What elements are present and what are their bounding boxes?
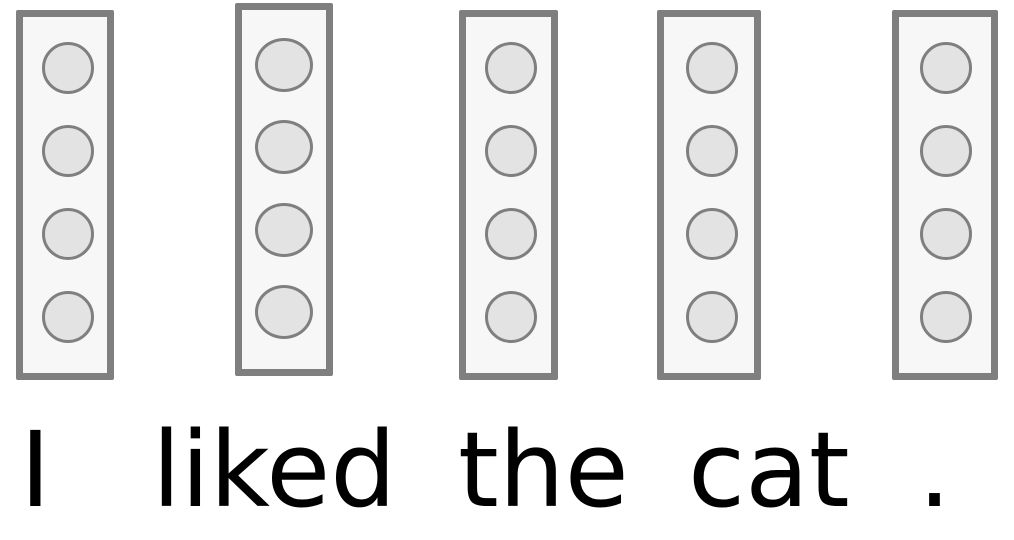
vector-cell <box>686 125 738 177</box>
vector-cell <box>42 125 94 177</box>
token-vector-1 <box>16 10 114 380</box>
token-vector-4 <box>657 10 761 380</box>
token-word-5: . <box>918 409 952 531</box>
vector-cell <box>255 285 313 339</box>
vector-cell <box>686 42 738 94</box>
token-word-3: the <box>458 409 629 531</box>
vector-cell <box>42 208 94 260</box>
vector-cell <box>255 120 313 174</box>
token-vector-3 <box>459 10 558 380</box>
vector-cell <box>485 125 537 177</box>
vector-cell <box>42 291 94 343</box>
token-vector-5 <box>892 10 998 380</box>
token-vector-2 <box>235 3 333 376</box>
vector-cell <box>42 42 94 94</box>
vector-cell <box>485 208 537 260</box>
vector-cell <box>920 291 972 343</box>
vector-cell <box>255 38 313 92</box>
vector-cell <box>920 208 972 260</box>
vector-cell <box>686 208 738 260</box>
vector-cell <box>485 291 537 343</box>
token-word-1: I <box>20 409 51 531</box>
token-word-4: cat <box>688 409 850 531</box>
vector-cell <box>920 42 972 94</box>
vector-cell <box>255 203 313 257</box>
token-word-2: liked <box>152 409 397 531</box>
vector-cell <box>920 125 972 177</box>
vector-cell <box>686 291 738 343</box>
vector-cell <box>485 42 537 94</box>
